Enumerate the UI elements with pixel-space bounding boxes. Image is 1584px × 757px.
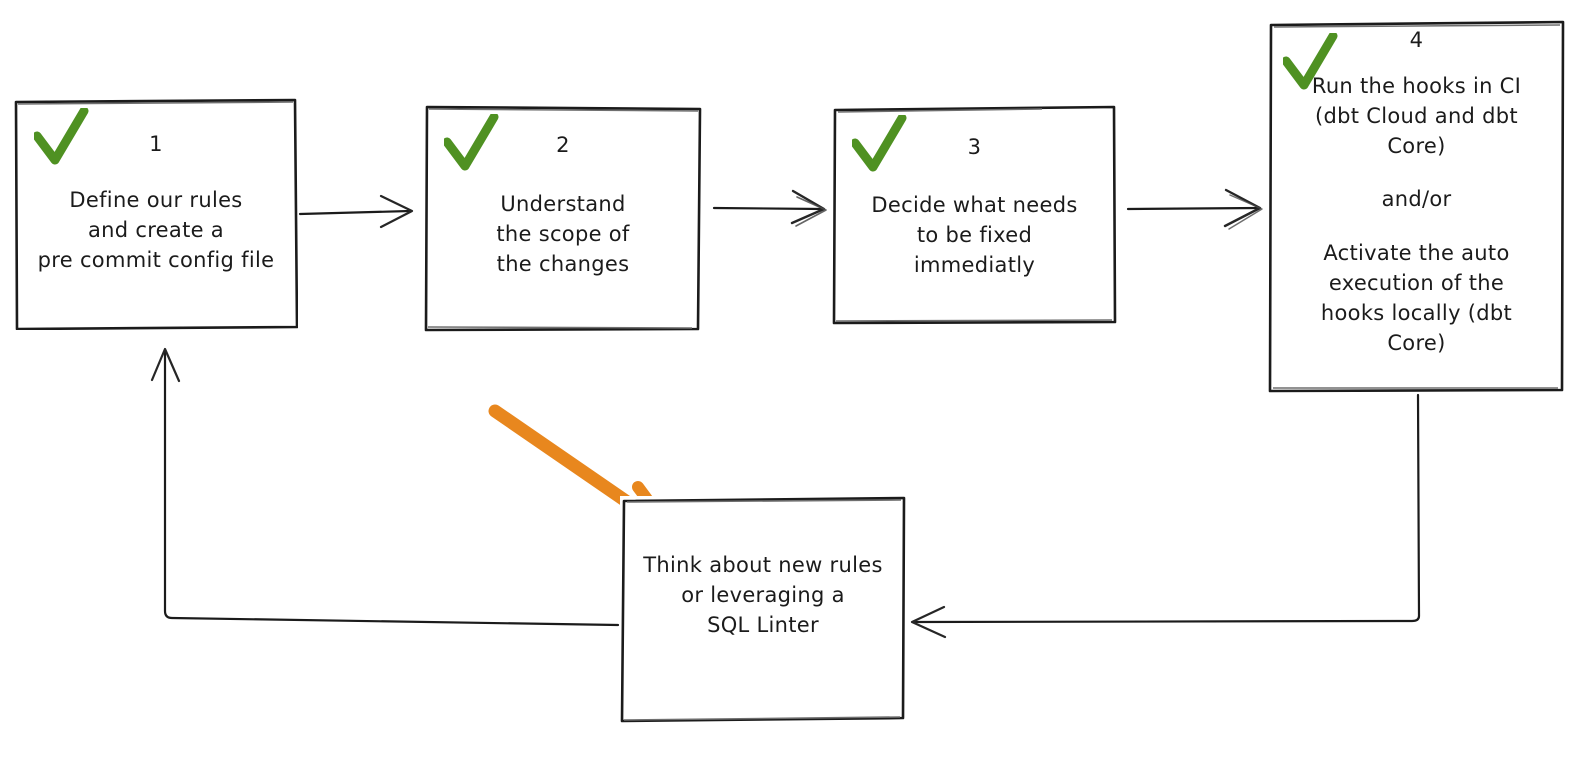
flow-node-step-3[interactable]: 3 Decide what needs to be fixed immediat… xyxy=(832,105,1117,325)
node-number-step-2: 2 xyxy=(556,133,570,157)
node-text-step-4-connector: and/or xyxy=(1381,187,1452,212)
node-text-step-2: Understand the scope of the changes xyxy=(496,192,630,276)
node-number-step-3: 3 xyxy=(967,135,982,159)
node-text-step-3: Decide what needs to be fixed immediatly xyxy=(871,193,1078,277)
connector-step-1-to-step-2 xyxy=(298,194,414,229)
node-text-loop-step: Think about new rules or leveraging a SQ… xyxy=(643,553,883,637)
node-text-step-4: Run the hooks in CI (dbt Cloud and dbt C… xyxy=(1311,74,1522,158)
flow-node-step-2[interactable]: 2 Understand the scope of the changes xyxy=(424,104,702,332)
flow-node-step-4[interactable]: 4 Run the hooks in CI (dbt Cloud and dbt… xyxy=(1268,20,1565,393)
node-text-step-1: Define our rules and create a pre commit… xyxy=(37,188,275,272)
connector-step-2-to-step-3 xyxy=(712,189,827,227)
flow-node-step-1[interactable]: 1 Define our rules and create a pre comm… xyxy=(14,98,298,330)
connector-loop-step-to-step-1 xyxy=(150,347,620,627)
flow-node-loop-step[interactable]: Think about new rules or leveraging a SQ… xyxy=(620,496,906,723)
node-text-step-4-alt: Activate the auto execution of the hooks… xyxy=(1320,241,1513,355)
connector-step-4-to-loop-step xyxy=(910,393,1421,639)
node-number-step-1: 1 xyxy=(149,132,163,156)
node-number-step-4: 4 xyxy=(1409,28,1424,52)
connector-step-3-to-step-4 xyxy=(1126,188,1263,230)
